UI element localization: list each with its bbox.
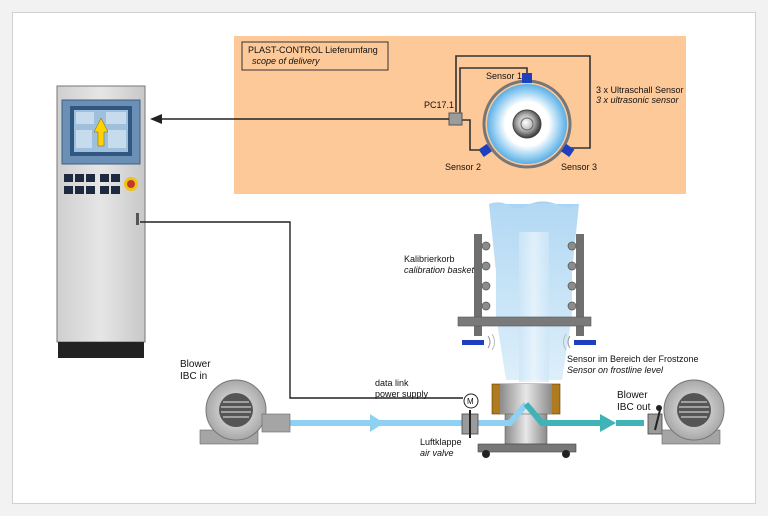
ultrasonic-label-de: 3 x Ultraschall Sensor xyxy=(596,85,684,95)
screen-arrow-icon xyxy=(93,117,109,147)
air-in-pipe xyxy=(288,420,488,426)
blower-out-line2: IBC out xyxy=(617,402,651,413)
scope-title: PLAST-CONTROL Lieferumfang xyxy=(248,45,378,55)
blower-in-icon xyxy=(199,379,291,445)
pc17-controller-icon xyxy=(448,112,463,126)
blower-in-line2: IBC in xyxy=(180,371,207,382)
sensor-3-label: Sensor 3 xyxy=(561,162,597,172)
cabinet-handle xyxy=(136,213,139,225)
sensor-2-icon xyxy=(478,143,492,157)
air-valve-label-en: air valve xyxy=(420,448,454,458)
motor-icon xyxy=(463,393,479,409)
blower-out-line1: Blower xyxy=(617,390,648,401)
ultrasonic-label-en: 3 x ultrasonic sensor xyxy=(596,95,680,105)
blower-out-icon xyxy=(661,379,725,445)
calibration-basket xyxy=(457,234,592,336)
link-arrow-head xyxy=(150,114,162,124)
calibration-label-en: calibration basket xyxy=(404,265,475,275)
frostline-sensor-left-icon xyxy=(462,333,495,351)
frostline-label-en: Sensor on frostline level xyxy=(567,365,664,375)
air-valve-out-icon xyxy=(647,413,663,435)
calibration-label-de: Kalibrierkorb xyxy=(404,254,455,264)
bubble-core xyxy=(519,232,549,382)
air-out-pipe xyxy=(523,402,600,426)
frostline-label-de: Sensor im Bereich der Frostzone xyxy=(567,354,699,364)
air-out-arrow xyxy=(600,414,616,432)
scope-label-box xyxy=(241,41,389,71)
scope-subtitle: scope of delivery xyxy=(252,56,320,66)
sensor-1-label: Sensor 1 xyxy=(486,71,522,81)
sensor-1-icon xyxy=(522,73,532,83)
die-core xyxy=(512,109,542,139)
air-in-arrow xyxy=(370,414,384,432)
power-supply-label: power supply xyxy=(375,389,429,399)
data-link-label: data link xyxy=(375,378,409,388)
cabinet-keypad xyxy=(64,174,120,194)
air-valve-label-de: Luftklappe xyxy=(420,437,462,447)
sensor-2-label: Sensor 2 xyxy=(445,162,481,172)
data-link-line xyxy=(140,221,463,399)
pc17-label: PC17.1 xyxy=(424,100,454,110)
control-cabinet xyxy=(56,85,146,358)
sensor-3-icon xyxy=(561,143,575,157)
blower-in-line1: Blower xyxy=(180,359,211,370)
blow-die xyxy=(477,383,577,458)
motor-label: M xyxy=(467,397,474,406)
frostline-sensor-right-icon xyxy=(563,333,596,351)
